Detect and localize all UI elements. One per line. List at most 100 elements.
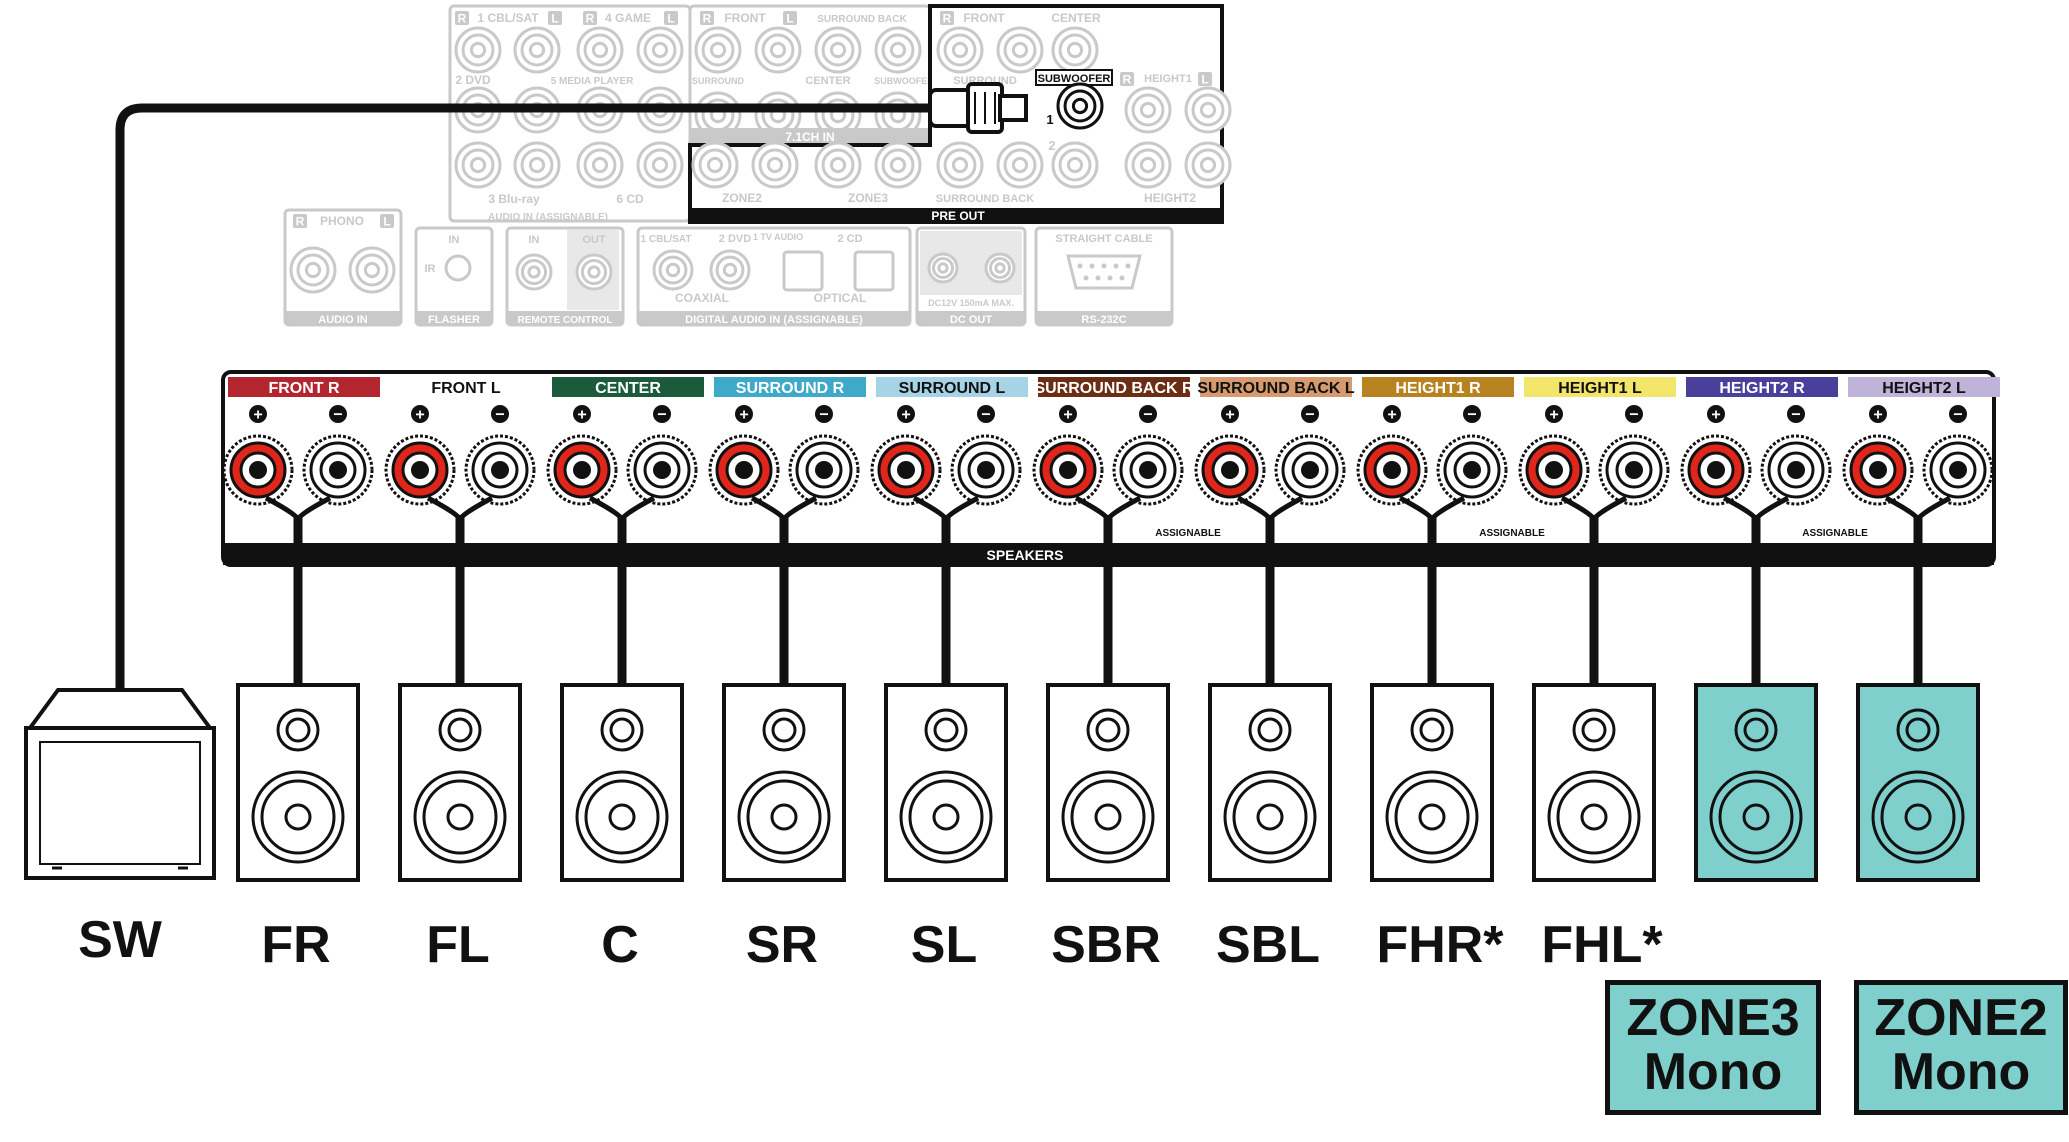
dc-jack-2-pin [994,262,1006,274]
woofer-cap [1904,803,1932,831]
rs-pin [1125,263,1131,269]
dc-label: DC OUT [950,314,992,326]
ch71-r-mark-letter: R [703,12,712,26]
audio-in-label-1: 1 CBL/SAT [477,11,539,25]
minus-marker [1787,405,1805,423]
preout-zone2-l-pin [766,156,784,174]
terminal-hole [1787,461,1805,479]
terminal-hole [1463,461,1481,479]
digital-coax-1-pin [665,262,681,278]
channel-label-4: SURROUND L [899,380,1006,397]
plus-sign: + [739,407,748,424]
terminal-hole [815,461,833,479]
tweeter-center [1581,717,1607,743]
ch71-center: CENTER [805,75,850,87]
digital-coax-2-pin [722,262,738,278]
audio-in-l-mark [548,11,562,25]
label-speaker-c: C [601,916,639,974]
plus-marker [1221,405,1239,423]
channel-band-1 [390,377,542,397]
audio-in-jack-0-ring [461,33,495,67]
tweeter-center [1095,717,1121,743]
preout-h2-l-pin [1199,156,1217,174]
speaker-wires [264,495,1952,685]
plus-marker [1383,405,1401,423]
assignable-label-0: ASSIGNABLE [1155,528,1221,539]
channel-label-10: HEIGHT2 L [1882,380,1966,397]
terminal-hole [411,461,429,479]
zone2-mode: Mono [1891,1043,2031,1101]
preout-sb-label: SURROUND BACK [936,193,1034,205]
minus-sign: − [1791,407,1800,424]
ch71-jack-3-pin [889,41,907,59]
terminal-hole [573,461,591,479]
minus-sign: − [1467,407,1476,424]
woofer-cap [1580,803,1608,831]
audio-in-label-3: 3 Blu-ray [488,192,540,206]
audio-in-jack-11-pin [651,156,669,174]
woofer-cap [1094,803,1122,831]
terminal-hole [1869,461,1887,479]
flasher-bar [416,311,492,325]
plus-marker [1545,405,1563,423]
channel-band-10 [1848,377,2000,397]
ch71-jack-0-ring [701,33,735,67]
pre-out-label: PRE OUT [931,209,985,223]
plus-sign: + [577,407,586,424]
terminal-hole [1139,461,1157,479]
rs-pin [1119,275,1125,281]
remote-bar [507,311,623,325]
dc-jack-1-pin [937,262,949,274]
rs-pin [1095,275,1101,281]
preout-front-r-pin [951,41,969,59]
minus-sign: − [657,407,666,424]
preout-front-label: FRONT [963,11,1005,25]
channel-band-2 [552,377,704,397]
audio-in-r-mark-2-letter: R [586,12,595,26]
label-speaker-sr: SR [745,916,819,974]
audio-in-jack-10-pin [591,156,609,174]
cable-line [115,103,948,690]
dc-jack-2-ring [988,256,1012,280]
remote-label: REMOTE CONTROL [518,315,613,326]
remote-jack-out-pin [587,265,601,279]
ch71-l-mark [783,11,797,25]
terminal-hole [1707,461,1725,479]
preout-zone3-r-ring [821,148,855,182]
plus-sign: + [1387,407,1396,424]
plus-marker [735,405,753,423]
terminal-hole [897,461,915,479]
audio-in-jack-9-ring [520,148,554,182]
audio-in-label-2: 2 DVD [455,73,491,87]
preout-zone3-r-pin [829,156,847,174]
preout-h2-r-ring [1131,148,1165,182]
phono-bar [285,311,401,325]
rs-bar [1036,311,1172,325]
terminal-hole [329,461,347,479]
audio-in-jack-11-ring [643,148,677,182]
minus-sign: − [1953,407,1962,424]
ch71-jack-1-ring [761,33,795,67]
speakers [24,683,1980,882]
zone2-label: ZONE2 [1874,989,2048,1047]
label-speaker-sbr: SBR [1051,916,1161,974]
preout-height2-label: HEIGHT2 [1144,191,1196,205]
woofer-cap [1256,803,1284,831]
zone3-label: ZONE3 [1626,989,1800,1047]
tweeter-center [1905,717,1931,743]
plus-marker [1059,405,1077,423]
preout-h1-r-mark-letter: R [1123,73,1132,87]
subwoofer-top [26,688,214,730]
preout-sb-l-ring [1003,148,1037,182]
terminal-hole [1545,461,1563,479]
plus-sign: + [415,407,424,424]
minus-marker [1139,405,1157,423]
remote-jack-in-pin [527,265,541,279]
preout-center-pin [1066,41,1084,59]
minus-marker [653,405,671,423]
remote-jack-in-ring [520,258,548,286]
preout-zone2-r-ring [698,148,732,182]
ch71-subwoofer: SUBWOOFER [874,76,934,86]
